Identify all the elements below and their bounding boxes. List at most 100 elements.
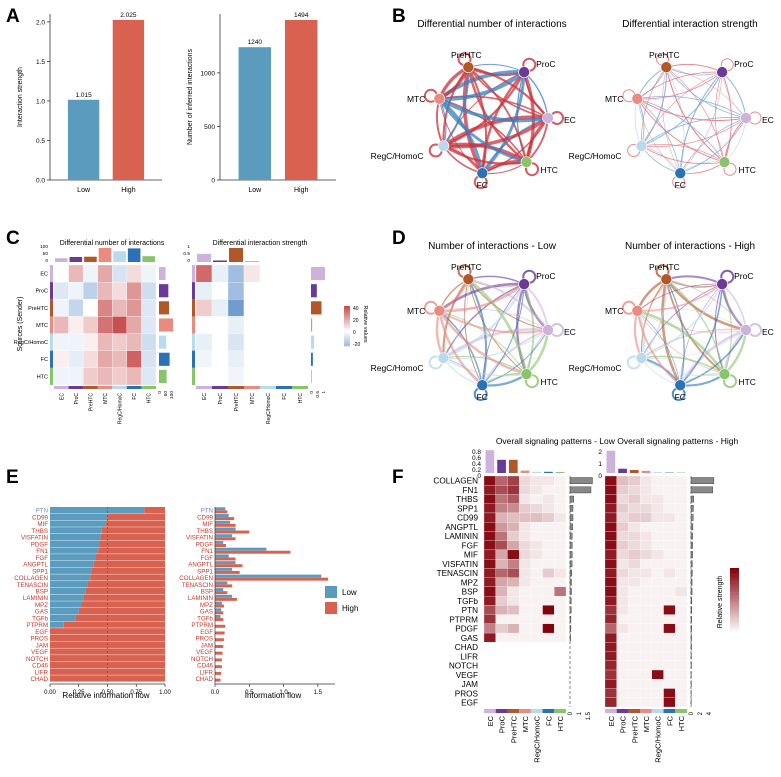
f-high-cell (604, 577, 617, 588)
c-num-col-strip (141, 386, 156, 389)
e-rel-bar-low (50, 614, 76, 622)
c-num-col-strip (54, 386, 69, 389)
c-str-rowbar (311, 352, 313, 366)
f-high-col-strip (605, 709, 617, 713)
c-str-cell (243, 350, 261, 369)
f-high-cell (604, 679, 617, 689)
e-abs-bar-low (215, 567, 233, 571)
f-high-cell (628, 632, 641, 643)
f-low-cell (495, 632, 508, 643)
f-high-cell (663, 595, 676, 606)
c-num-cell (82, 264, 98, 283)
e-abs-bar-low (215, 594, 233, 598)
f-low-cell (507, 568, 520, 578)
c-row-label: FC (41, 357, 48, 363)
c-num-cell (126, 367, 142, 386)
f-high-cell (675, 632, 688, 643)
d-title-low: Number of interactions - Low (428, 241, 557, 252)
c-num-cell (126, 316, 142, 334)
c-num-cell (97, 264, 113, 283)
f-low-cell (554, 531, 567, 541)
f-low-cell (554, 549, 567, 560)
f-low-cell (495, 475, 508, 486)
f-low-cell (554, 568, 567, 578)
f-high-cell (604, 522, 617, 532)
f-pathway-label: TGFb (457, 597, 478, 606)
f-low-cell (530, 651, 543, 661)
c-str-col-strip (244, 386, 260, 389)
f-pathway-label: FN1 (463, 486, 479, 495)
f-low-cell (483, 605, 496, 615)
f-high-cell (640, 642, 652, 652)
f-low-cell (483, 568, 496, 578)
a-bar-value: 1.015 (75, 92, 92, 99)
f-high-cell (651, 586, 664, 597)
c-str-col-label: FC (282, 393, 288, 400)
b-num-node (520, 156, 533, 168)
d-low-edge (522, 283, 549, 331)
c-str-row-strip (192, 350, 195, 368)
d-low-node-label: FC (477, 392, 488, 402)
c-str-cell (243, 299, 261, 317)
e-rel-bar-high (90, 574, 165, 581)
b-str-edge (637, 98, 681, 174)
d-high-edge (679, 284, 723, 386)
c-str-rowbar (311, 369, 312, 383)
f-high-cell (604, 623, 617, 634)
f-low-cell (519, 559, 531, 569)
f-high-cell (640, 494, 652, 504)
c-num-cell (82, 367, 98, 386)
c-num-cell (97, 350, 113, 369)
f-high-cell (675, 586, 688, 597)
d-high-edge (666, 278, 747, 331)
f-low-rowbar (569, 606, 572, 614)
f-high-cell (616, 559, 629, 569)
f-high-top-tick: 1 (598, 461, 602, 468)
f-low-cell (519, 651, 531, 661)
c-str-row-strip (192, 316, 195, 334)
f-low-cell (530, 522, 543, 532)
f-high-cell (640, 531, 652, 541)
c-str-rowbar (311, 301, 322, 315)
e-rel-pathway-label: PDGF (31, 541, 48, 548)
d-high-edge (641, 357, 725, 377)
c-str-cell (195, 367, 213, 386)
f-legend-step (730, 623, 739, 626)
f-low-cell (507, 614, 520, 624)
f-high-cell (651, 660, 664, 671)
f-high-cell (675, 485, 688, 495)
f-high-cell (651, 475, 664, 486)
f-low-cell (542, 595, 555, 606)
f-high-cell (663, 651, 676, 661)
e-rel-bar-high (50, 655, 165, 662)
b-num-node (542, 112, 554, 124)
e-rel-bar-high (98, 547, 165, 554)
f-high-cell (628, 549, 641, 560)
c-num-cell (82, 299, 98, 317)
f-low-top-tick: 0.6 (472, 455, 481, 462)
c-num-cell (68, 350, 84, 369)
f-legend-step (730, 612, 739, 615)
b-str-node-label: RegC/HomoC (569, 151, 622, 161)
c-legend-step (344, 322, 350, 325)
b-num-edge (482, 117, 549, 174)
e-legend-low: Low (342, 588, 357, 597)
f-low-colbar (485, 450, 495, 473)
f-low-cell (519, 688, 531, 698)
f-legend-step (730, 618, 739, 621)
c-num-rowbar (159, 335, 167, 349)
a-xtick-label: High (121, 187, 136, 194)
c-num-cell (68, 333, 84, 351)
f-low-cell (483, 697, 496, 708)
d-low-edge (442, 283, 525, 359)
f-low-cell (519, 632, 531, 643)
e-abs-pathway-label: BSP (201, 589, 213, 596)
f-low-colbar (497, 459, 506, 473)
e-abs-pathway-label: MIF (202, 521, 213, 528)
c-num-bottom-tick: 100 (169, 391, 175, 399)
f-high-cell (640, 503, 652, 514)
f-low-cell (554, 586, 567, 597)
panel-label-c: C (6, 228, 20, 249)
f-high-colbar (641, 470, 651, 473)
